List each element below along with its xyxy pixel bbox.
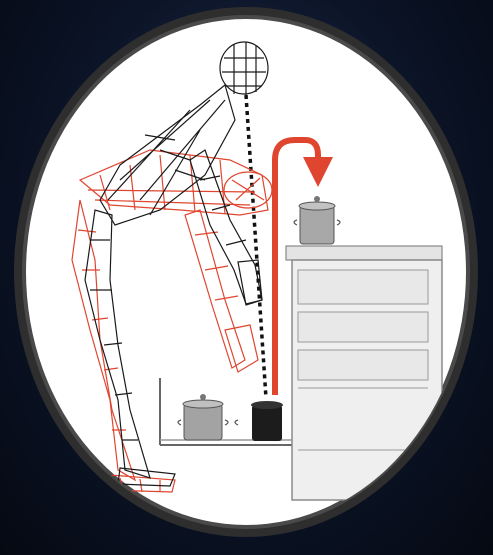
kitchen-cabinet xyxy=(286,246,442,500)
